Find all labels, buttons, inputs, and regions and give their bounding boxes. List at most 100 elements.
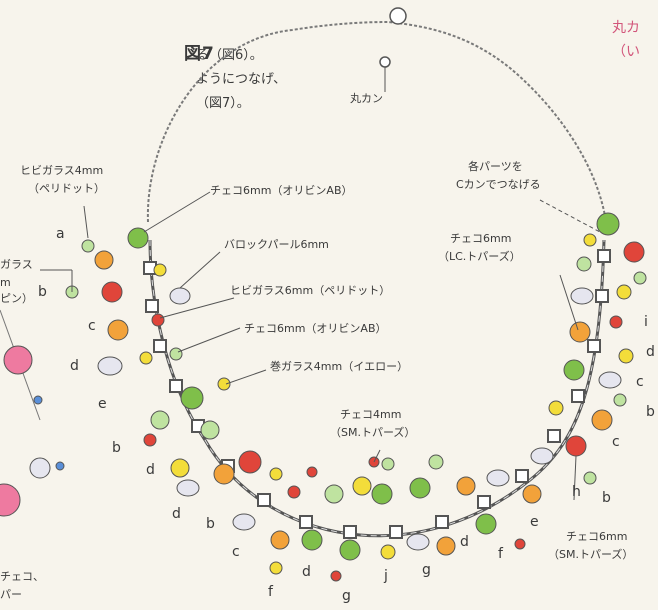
- connector-square: [145, 299, 159, 313]
- bead-green-large: [127, 227, 149, 249]
- figure-title: 図7: [184, 44, 215, 64]
- leader-line: [83, 205, 89, 239]
- bead-pearl: [406, 533, 430, 551]
- label-czech6-olivine-ab-2: チェコ6mm（オリビンAB）: [244, 322, 387, 335]
- top-right-text-1: 丸カ: [612, 20, 640, 36]
- part-letter-g: g: [342, 588, 351, 604]
- bead-yellow: [618, 348, 634, 364]
- connector-square: [153, 339, 167, 353]
- bead-lightgreen: [613, 393, 627, 407]
- bead-green-large: [339, 539, 361, 561]
- bead-red: [306, 466, 318, 478]
- connector-square: [597, 249, 611, 263]
- bead-red: [238, 450, 262, 474]
- part-letter-c: c: [88, 318, 96, 334]
- bead-red: [287, 485, 301, 499]
- bead-blue: [55, 461, 65, 471]
- leader-line: [143, 191, 211, 233]
- bead-lightgreen: [576, 256, 592, 272]
- part-letter-d: d: [70, 358, 79, 374]
- label-hibi6-peridot: ヒビガラス6mm（ペリドット）: [230, 284, 391, 297]
- leader-line: [573, 455, 577, 501]
- connector-square: [571, 389, 585, 403]
- bead-yellow: [269, 561, 283, 575]
- bead-orange: [522, 484, 542, 504]
- label-bottom-left-2: パー: [0, 588, 22, 601]
- bead-pearl: [530, 447, 554, 465]
- leader-line: [225, 369, 267, 385]
- leader-line: [179, 251, 221, 289]
- label-czech6-lc-1: チェコ6mm: [450, 232, 512, 245]
- label-left-glass-1: ガラス: [0, 258, 33, 271]
- necklace-chain: [146, 20, 607, 223]
- connector-square: [435, 515, 449, 529]
- bead-yellow: [139, 351, 153, 365]
- part-letter-b: b: [206, 516, 215, 532]
- part-letter-i: i: [644, 314, 648, 330]
- bead-lightgreen: [633, 271, 647, 285]
- part-letter-b: b: [38, 284, 47, 300]
- part-letter-f: f: [268, 584, 273, 600]
- label-bottom-left-1: チェコ、: [0, 570, 44, 583]
- bead-yellow: [217, 377, 231, 391]
- part-letter-d: d: [646, 344, 655, 360]
- bead-lightgreen: [583, 471, 597, 485]
- part-letter-h: h: [572, 484, 581, 500]
- bead-orange: [94, 250, 114, 270]
- label-maru-kan: 丸カン: [350, 92, 383, 105]
- bead-red: [151, 313, 165, 327]
- bead-red: [143, 433, 157, 447]
- part-letter-c: c: [232, 544, 240, 560]
- part-letter-d: d: [302, 564, 311, 580]
- bead-yellow: [269, 467, 283, 481]
- bead-yellow: [380, 544, 396, 560]
- bead-orange: [591, 409, 613, 431]
- bead-green-large: [409, 477, 431, 499]
- bead-red: [514, 538, 526, 550]
- part-letter-e: e: [98, 396, 107, 412]
- bead-lightgreen: [200, 420, 220, 440]
- part-letter-d: d: [172, 506, 181, 522]
- intro-line-3: （図7）。: [196, 96, 250, 111]
- part-letter-c: c: [636, 374, 644, 390]
- bead-pearl: [169, 287, 191, 305]
- bead-pearl: [570, 287, 594, 305]
- label-baroque-pearl: バロックパール6mm: [224, 238, 329, 251]
- connector-square: [515, 469, 529, 483]
- bead-red: [565, 435, 587, 457]
- bead-lightgreen: [81, 239, 95, 253]
- bead-orange: [456, 476, 476, 496]
- label-czech4-sm-1: チェコ4mm: [340, 408, 402, 421]
- bead-lightgreen: [324, 484, 344, 504]
- label-parts-connect-1: 各パーツを: [468, 160, 523, 173]
- bead-blue: [33, 395, 43, 405]
- bead-pink: [0, 483, 21, 517]
- bead-pearl: [97, 356, 123, 376]
- bead-green-large: [596, 212, 620, 236]
- part-letter-d: d: [460, 534, 469, 550]
- bead-lightgreen: [150, 410, 170, 430]
- bead-green-large: [563, 359, 585, 381]
- part-letter-b: b: [646, 404, 655, 420]
- bead-pearl: [486, 469, 510, 487]
- bead-green-large: [475, 513, 497, 535]
- label-hibi-peridot-2: （ペリドット）: [28, 182, 105, 195]
- bead-orange: [436, 536, 456, 556]
- label-czech4-sm-2: （SM.トパーズ）: [330, 426, 416, 439]
- bead-yellow: [153, 263, 167, 277]
- label-hibi-peridot-1: ヒビガラス4mm: [20, 164, 104, 177]
- bead-orange: [270, 530, 290, 550]
- bead-yellow: [583, 233, 597, 247]
- bead-green-large: [301, 529, 323, 551]
- leader-line: [177, 327, 241, 353]
- label-left-glass-3: ピン）: [0, 292, 33, 305]
- label-czech6-sm-1: チェコ6mm: [566, 530, 628, 543]
- label-maki-glass-yellow: 巻ガラス4mm（イエロー）: [270, 360, 409, 373]
- intro-line-1: る（図6）。: [196, 48, 263, 63]
- leader-line: [159, 297, 235, 319]
- connector-square: [389, 525, 403, 539]
- bead-yellow: [352, 476, 372, 496]
- leader-line: [559, 274, 579, 331]
- bead-lightgreen: [381, 457, 395, 471]
- part-letter-b: b: [112, 440, 121, 456]
